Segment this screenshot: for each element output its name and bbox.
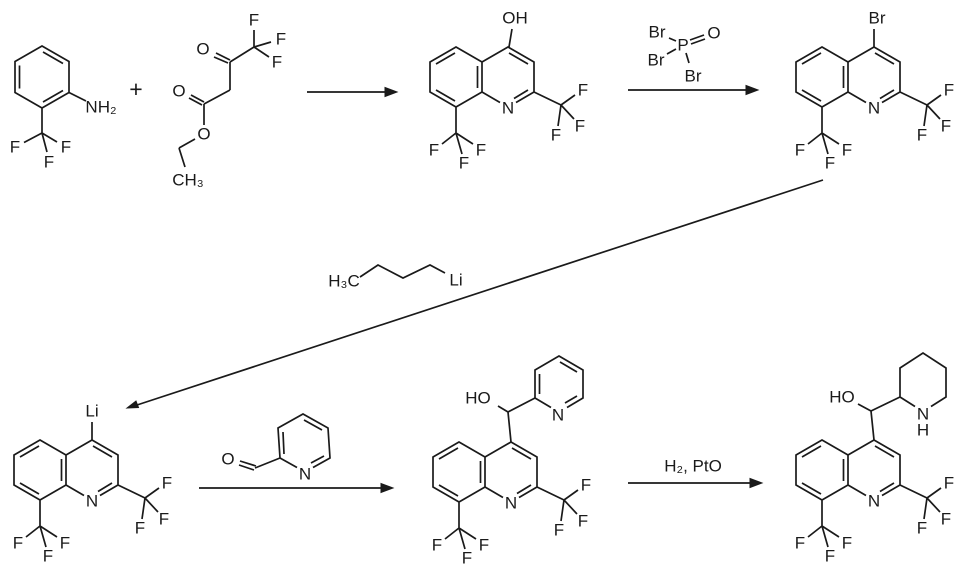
atom-label-f: F [249, 11, 259, 30]
atom-label-n: N [505, 494, 517, 513]
ester-skeleton [178, 30, 272, 168]
atom-label-o: O [197, 125, 210, 144]
pyridine-ring-skeleton [534, 355, 584, 409]
atom-label-f: F [60, 534, 70, 553]
atom-label-br: Br [649, 23, 666, 42]
atom-label-br: Br [685, 67, 702, 86]
butyl-chain-skeleton [359, 264, 446, 279]
atom-label-p: P [677, 36, 688, 55]
molecule-lithioquinoline: Li N F F F F F F [13, 402, 172, 566]
atom-label-f: F [941, 510, 951, 529]
benzene-skeleton [14, 45, 87, 153]
molecule-trifluoromethylaniline: NH₂ F F F [10, 45, 117, 172]
atom-label-f: F [159, 510, 169, 529]
atom-label-f: F [917, 519, 927, 538]
atom-label-n: N [502, 99, 514, 118]
atom-label-n: N [299, 465, 311, 484]
reagent-label-h2-pto: H₂, PtO [664, 457, 722, 476]
atom-label-f: F [941, 117, 951, 136]
atom-label-n: N [868, 492, 880, 511]
atom-label-o: O [221, 450, 234, 469]
bond-c4-oh [508, 28, 513, 48]
atom-label-n: N [86, 492, 98, 511]
arrow-step5 [628, 477, 764, 489]
atom-label-o: O [707, 24, 720, 43]
atom-label-f: F [944, 81, 954, 100]
atom-label-ch3: CH₃ [172, 171, 203, 190]
plus-sign: + [129, 76, 142, 102]
atom-label-f: F [578, 81, 588, 100]
atom-label-li: Li [85, 402, 98, 421]
atom-label-br: Br [648, 51, 665, 70]
atom-label-f: F [429, 141, 439, 160]
atom-label-o: O [196, 40, 209, 59]
atom-label-f: F [272, 53, 282, 72]
arrow-head [384, 86, 399, 98]
pobr3-skeleton [666, 34, 706, 64]
arrow-head [745, 84, 760, 96]
atom-label-h3c: H₃C [328, 272, 359, 291]
atom-label-f: F [795, 141, 805, 160]
atom-label-h: H [917, 421, 929, 440]
arrow-head [380, 482, 395, 494]
atom-label-f: F [276, 30, 286, 49]
molecule-mefloquine: HO N H N F F F F F F [795, 351, 954, 566]
atom-label-n: N [868, 99, 880, 118]
atom-label-f: F [135, 519, 145, 538]
atom-label-f: F [476, 141, 486, 160]
molecule-trifluoroacetoacetate-ester: F F F O O O CH₃ [172, 11, 286, 190]
aldehyde-skeleton [238, 413, 331, 471]
atom-label-f: F [432, 536, 442, 555]
carbinol-bonds [497, 397, 536, 443]
atom-label-ho: HO [465, 389, 491, 408]
atom-label-oh: OH [502, 9, 528, 28]
atom-label-f: F [162, 474, 172, 493]
atom-label-o: O [172, 82, 185, 101]
piperidine-ring-skeleton [899, 351, 947, 408]
atom-label-f: F [551, 126, 561, 145]
atom-label-ho: HO [829, 388, 855, 407]
atom-label-f: F [10, 138, 20, 157]
atom-label-f: F [575, 117, 585, 136]
atom-label-n: N [917, 405, 929, 424]
molecule-bromoquinoline: Br N F F F F F F [795, 9, 954, 173]
arrow-head [749, 477, 764, 489]
atom-label-f: F [581, 476, 591, 495]
arrow-step1 [307, 86, 399, 98]
atom-label-li: Li [449, 271, 462, 290]
atom-label-f: F [917, 126, 927, 145]
atom-label-nh2: NH₂ [85, 98, 116, 117]
atom-label-f: F [578, 512, 588, 531]
arrow-diagonal-step3 [125, 179, 824, 409]
atom-label-n: N [552, 406, 564, 425]
atom-label-f: F [479, 536, 489, 555]
atom-label-br: Br [869, 9, 886, 28]
reagent-pobr3: Br O Br Br P [648, 23, 721, 86]
atom-label-f: F [795, 534, 805, 553]
atom-label-f: F [462, 549, 472, 568]
atom-label-f: F [13, 534, 23, 553]
atom-label-f: F [825, 547, 835, 566]
atom-label-f: F [944, 474, 954, 493]
atom-label-f: F [61, 138, 71, 157]
atom-label-f: F [459, 154, 469, 173]
molecule-pyridyl-carbinol: HO N N F F F F F F [432, 355, 591, 568]
atom-label-f: F [43, 547, 53, 566]
arrow-head [125, 400, 140, 409]
arrow-step2 [628, 84, 760, 96]
atom-label-f: F [554, 521, 564, 540]
arrow-line [136, 179, 824, 406]
atom-label-f: F [825, 154, 835, 173]
atom-label-f: F [842, 141, 852, 160]
reagent-n-butyllithium: H₃C Li [328, 264, 463, 291]
carbinol-bonds [857, 396, 901, 441]
molecule-quinolin-4-ol: OH N F F F F F F [429, 9, 588, 173]
reagent-pyridine-2-carbaldehyde: O N [221, 413, 331, 484]
atom-label-f: F [44, 153, 54, 172]
arrow-step4 [199, 482, 395, 494]
atom-label-f: F [842, 534, 852, 553]
